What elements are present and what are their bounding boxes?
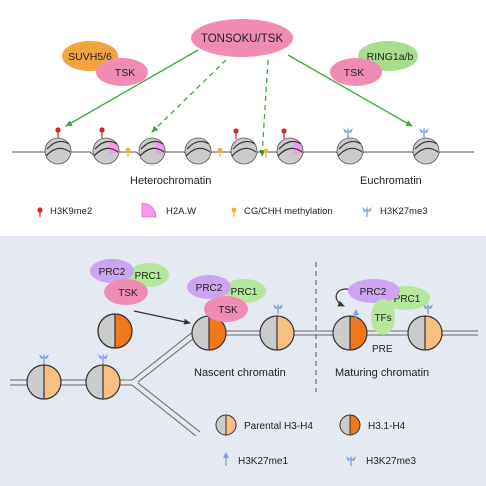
maturing-parental-nucleosome bbox=[407, 315, 443, 351]
prc1-ellipse-free bbox=[129, 263, 169, 287]
nucleosome-5 bbox=[230, 137, 258, 165]
arrow-suvh-to-h3k9 bbox=[65, 49, 199, 127]
legend-methylation: CG/CHH methylation bbox=[231, 206, 333, 217]
nascent-h31-nucleosome bbox=[191, 315, 227, 351]
ring-tsk-label: TSK bbox=[344, 67, 364, 79]
legend-h3k9me2: H3K9me2 bbox=[37, 206, 92, 217]
tsk-ellipse-free bbox=[104, 279, 148, 305]
prc2-label-free: PRC2 bbox=[99, 267, 126, 278]
deposition-arrow bbox=[133, 310, 191, 325]
prc2-label-maturing: PRC2 bbox=[360, 287, 387, 298]
free-h31-nucleosome bbox=[97, 313, 133, 349]
legend-h3k27me3-bottom-label: H3K27me3 bbox=[366, 456, 416, 467]
nucleosome-7 bbox=[336, 137, 364, 165]
h3k9me2-mark-2 bbox=[99, 127, 105, 138]
h3k9me2-mark-1 bbox=[55, 127, 61, 138]
nucleosome-1 bbox=[44, 137, 72, 165]
nucleosome-4 bbox=[184, 137, 212, 165]
prc1-label-maturing: PRC1 bbox=[394, 294, 421, 305]
legend-h31: H3.1-H4 bbox=[339, 414, 406, 436]
prc2-ellipse-nascent bbox=[187, 275, 231, 299]
legend-h3k27me1-label: H3K27me1 bbox=[238, 456, 288, 467]
legend-h3k27me3-top: H3K27me3 bbox=[361, 205, 428, 218]
methylation-mark-1 bbox=[125, 147, 131, 157]
suvh-tsk-label: TSK bbox=[115, 67, 135, 79]
legend-parental: Parental H3-H4 bbox=[215, 414, 313, 436]
tsk-main-ellipse bbox=[191, 19, 293, 57]
suvh-label: SUVH5/6 bbox=[68, 51, 112, 63]
nascent-chromatin-label: Nascent chromatin bbox=[194, 367, 286, 379]
methylation-mark-2 bbox=[217, 147, 223, 157]
tsk-label-nascent: TSK bbox=[218, 305, 238, 316]
tfs-ellipse bbox=[371, 299, 395, 335]
bottom-panel-background bbox=[0, 236, 486, 486]
parental-nucleosome-1 bbox=[26, 364, 62, 400]
h3k27me3-mark-top-2 bbox=[418, 126, 430, 139]
tsk-ellipse-nascent bbox=[204, 296, 248, 322]
bottom-panel: PRC1 PRC2 TSK PRC1 PRC2 TSK bbox=[10, 259, 478, 467]
prc1-label-free: PRC1 bbox=[135, 271, 162, 282]
nucleosome-8 bbox=[412, 137, 440, 165]
h3k27me1-mark-maturing bbox=[353, 309, 359, 322]
euchromatin-label: Euchromatin bbox=[360, 175, 422, 187]
methylation-mark-3 bbox=[263, 148, 269, 158]
tsk-label-free: TSK bbox=[118, 288, 138, 299]
prc2-label-nascent: PRC2 bbox=[196, 283, 223, 294]
legend-h31-label: H3.1-H4 bbox=[368, 421, 406, 432]
legend-parental-label: Parental H3-H4 bbox=[244, 421, 313, 432]
maturing-chromatin-label: Maturing chromatin bbox=[335, 367, 429, 379]
h3k27me3-mark-top-1 bbox=[342, 126, 354, 139]
legend-methylation-label: CG/CHH methylation bbox=[244, 206, 333, 217]
legend-h3k27me3-bottom: H3K27me3 bbox=[345, 454, 416, 467]
legend-h3k27me1: H3K27me1 bbox=[223, 452, 288, 467]
dashed-arrow-to-methylation bbox=[259, 59, 269, 157]
prc2-ellipse-maturing bbox=[348, 279, 400, 303]
heterochromatin-label: Heterochromatin bbox=[130, 175, 211, 187]
h3k9me2-mark-4 bbox=[281, 128, 287, 139]
nascent-parental-nucleosome bbox=[259, 315, 295, 351]
nucleosome-2 bbox=[92, 137, 120, 165]
arrow-ring-to-h3k27me3 bbox=[287, 54, 413, 127]
h2aw-swatch-icon bbox=[141, 202, 157, 218]
legend-h3k9me2-label: H3K9me2 bbox=[50, 206, 92, 217]
h3k9me2-mark-3 bbox=[233, 128, 239, 139]
nucleosome-6 bbox=[276, 137, 304, 165]
ring-tsk-ellipse bbox=[330, 58, 382, 86]
tfs-label: TFs bbox=[374, 313, 391, 324]
legend-h2aw-label: H2A.W bbox=[166, 206, 196, 217]
nucleosome-3 bbox=[138, 137, 166, 165]
maturing-h31-nucleosome bbox=[332, 315, 368, 351]
suvh-tsk-ellipse bbox=[96, 58, 148, 86]
parental-nucleosome-2 bbox=[85, 364, 121, 400]
prc1-label-nascent: PRC1 bbox=[231, 287, 258, 298]
prc2-ellipse-free bbox=[90, 259, 134, 283]
top-panel: TONSOKU/TSK SUVH5/6 TSK RING1a/b TSK bbox=[12, 19, 474, 218]
legend-h3k27me3-top-label: H3K27me3 bbox=[380, 206, 428, 217]
legend-h2aw: H2A.W bbox=[141, 202, 196, 218]
ring-label: RING1a/b bbox=[367, 51, 414, 63]
pre-label: PRE bbox=[372, 344, 393, 355]
tsk-main-label: TONSOKU/TSK bbox=[201, 33, 284, 45]
